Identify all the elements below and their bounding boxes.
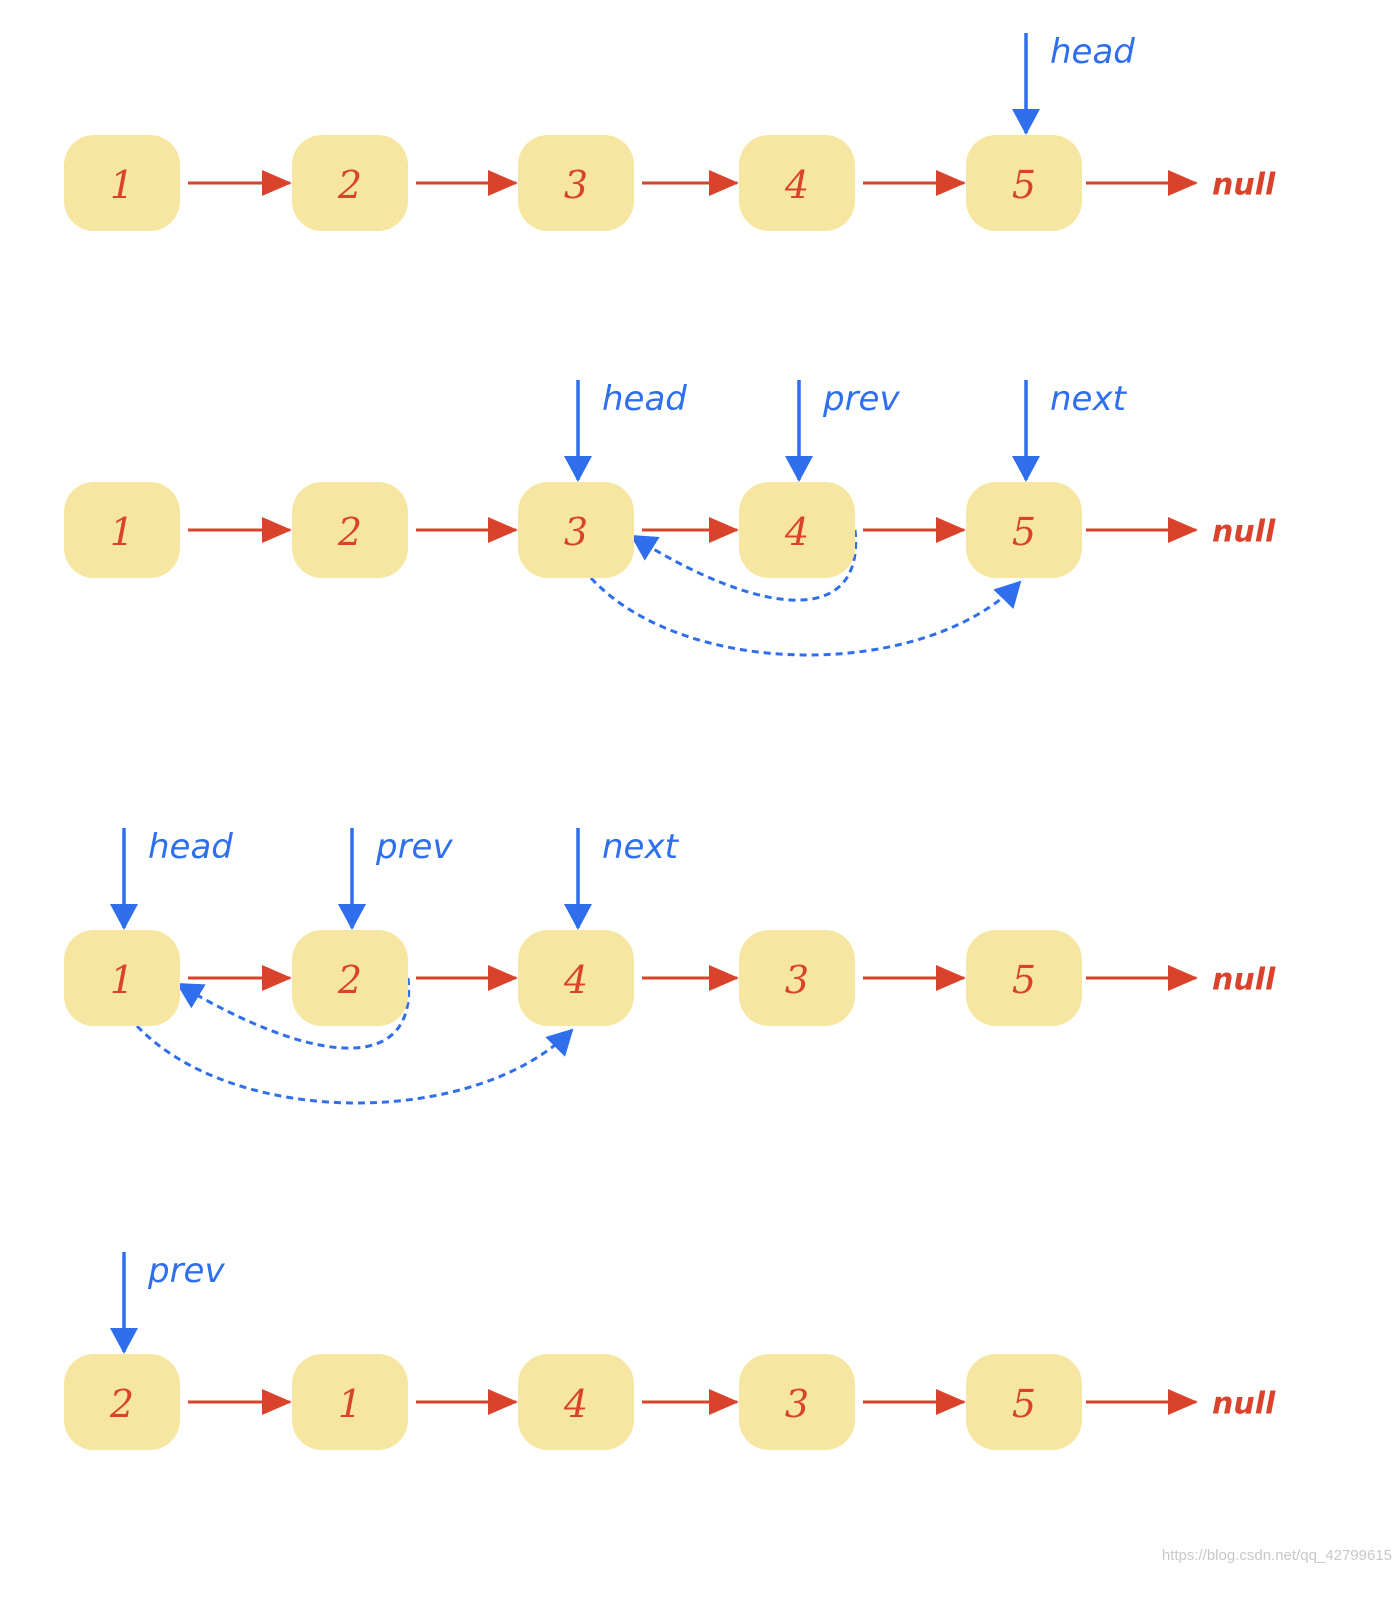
node-value: 4 xyxy=(784,510,809,554)
node-value: 2 xyxy=(337,163,362,207)
reassign-curve-forward xyxy=(589,576,1022,657)
list-node: 4 xyxy=(518,930,634,1026)
list-node: 1 xyxy=(64,482,180,578)
null-label: null xyxy=(1212,168,1276,203)
watermark-text: https://blog.csdn.net/qq_42799615 xyxy=(1162,1547,1392,1564)
list-node: 2 xyxy=(292,482,408,578)
pointer-label-next: next xyxy=(1050,379,1128,419)
node-value: 3 xyxy=(785,1382,809,1426)
node-box xyxy=(518,930,634,1026)
list-node: 3 xyxy=(518,482,634,578)
node-box xyxy=(292,482,408,578)
node-value: 2 xyxy=(109,1382,134,1426)
list-row-4: 2 1 4 3 5 xyxy=(64,1354,1082,1450)
reassign-curves-layer xyxy=(135,529,1022,1105)
null-label: null xyxy=(1212,963,1276,998)
node-box xyxy=(518,135,634,231)
node-value: 4 xyxy=(784,163,809,207)
node-box xyxy=(518,482,634,578)
list-node: 4 xyxy=(739,135,855,231)
node-box xyxy=(739,1354,855,1450)
pointer-label-next: next xyxy=(602,827,680,867)
list-node: 3 xyxy=(518,135,634,231)
list-node: 2 xyxy=(64,1354,180,1450)
null-label: null xyxy=(1212,1387,1276,1422)
node-box xyxy=(64,930,180,1026)
list-row-1: 1 2 3 4 5 xyxy=(64,135,1082,231)
node-box xyxy=(292,135,408,231)
node-box xyxy=(966,1354,1082,1450)
list-node: 1 xyxy=(64,135,180,231)
node-box xyxy=(966,135,1082,231)
node-box xyxy=(64,482,180,578)
node-box xyxy=(64,1354,180,1450)
node-value: 2 xyxy=(337,958,362,1002)
list-node: 5 xyxy=(966,930,1082,1026)
node-value: 4 xyxy=(563,1382,588,1426)
null-label: null xyxy=(1212,515,1276,550)
node-box xyxy=(64,135,180,231)
pointer-label-prev: prev xyxy=(375,827,453,867)
list-node: 5 xyxy=(966,482,1082,578)
node-value: 3 xyxy=(564,510,588,554)
node-value: 5 xyxy=(1012,1382,1036,1426)
pointer-label-prev: prev xyxy=(822,379,900,419)
links-layer: null null null null xyxy=(188,168,1276,1422)
node-box xyxy=(966,930,1082,1026)
node-value: 3 xyxy=(785,958,809,1002)
pointers-layer: head head prev next head prev next prev xyxy=(110,32,1135,1354)
list-node: 4 xyxy=(518,1354,634,1450)
list-node: 3 xyxy=(739,1354,855,1450)
node-value: 5 xyxy=(1012,163,1036,207)
node-value: 1 xyxy=(110,163,134,207)
list-node: 3 xyxy=(739,930,855,1026)
node-value: 5 xyxy=(1012,958,1036,1002)
node-value: 1 xyxy=(338,1382,362,1426)
list-row-3: 1 2 4 3 5 xyxy=(64,930,1082,1026)
reassign-curve-back xyxy=(176,977,411,1050)
list-node: 1 xyxy=(64,930,180,1026)
node-box xyxy=(292,930,408,1026)
node-value: 4 xyxy=(563,958,588,1002)
node-value: 2 xyxy=(337,510,362,554)
node-box xyxy=(739,482,855,578)
pointer-label-head: head xyxy=(602,379,687,419)
list-node: 4 xyxy=(739,482,855,578)
list-node: 2 xyxy=(292,135,408,231)
list-node: 2 xyxy=(292,930,408,1026)
node-box xyxy=(292,1354,408,1450)
pointer-label-head: head xyxy=(148,827,233,867)
list-row-2: 1 2 3 4 5 xyxy=(64,482,1082,578)
node-value: 1 xyxy=(110,958,134,1002)
list-node: 5 xyxy=(966,135,1082,231)
reassign-curve-forward xyxy=(135,1024,574,1105)
pointer-label-prev: prev xyxy=(147,1251,225,1291)
node-box xyxy=(966,482,1082,578)
node-value: 1 xyxy=(110,510,134,554)
list-node: 1 xyxy=(292,1354,408,1450)
node-value: 5 xyxy=(1012,510,1036,554)
node-box xyxy=(739,135,855,231)
nodes-layer: 1 2 3 4 5 1 2 3 4 5 1 2 4 3 5 2 1 4 3 5 xyxy=(64,135,1082,1450)
list-node: 5 xyxy=(966,1354,1082,1450)
node-value: 3 xyxy=(564,163,588,207)
node-box xyxy=(518,1354,634,1450)
node-box xyxy=(739,930,855,1026)
pointer-label-head: head xyxy=(1050,32,1135,72)
